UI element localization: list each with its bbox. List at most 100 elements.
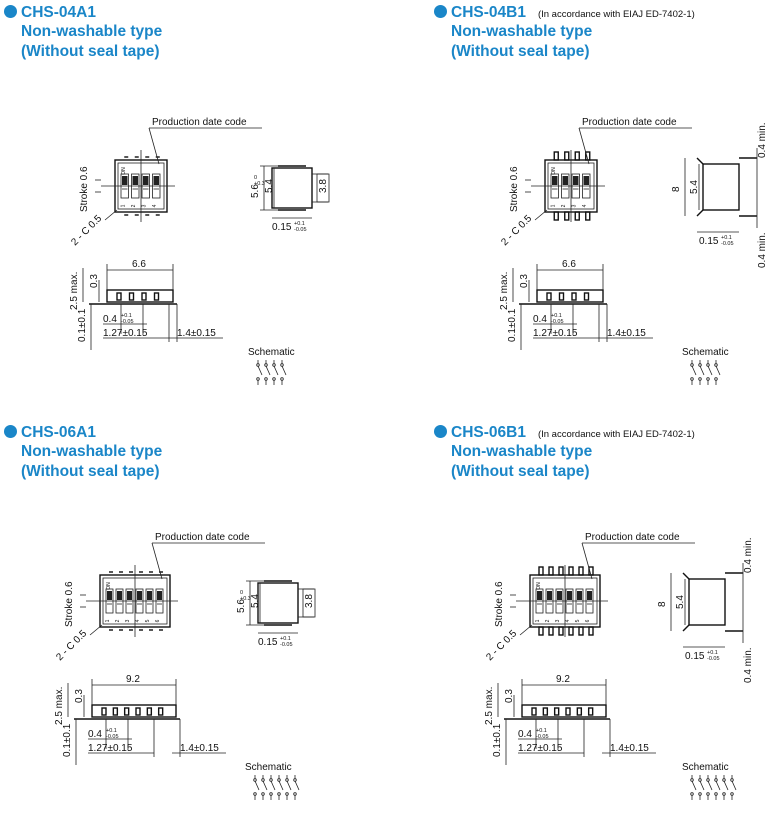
panel-header: CHS-06B1(In accordance with EIAJ ED-7402… bbox=[434, 424, 695, 482]
switch-knob bbox=[583, 176, 589, 185]
front-view-pin bbox=[153, 292, 160, 301]
width-dim: 6.6 bbox=[562, 259, 576, 270]
type-line: Non-washable type bbox=[21, 443, 163, 460]
chamfer-label: 2 - C 0.5 bbox=[499, 213, 534, 248]
front-view-pin bbox=[583, 292, 590, 301]
height-dim: 5.6 bbox=[250, 184, 261, 198]
schematic-label: Schematic bbox=[248, 347, 295, 358]
switch-number: 5 bbox=[575, 619, 581, 622]
lead-tol-upper: +0.1 bbox=[707, 650, 718, 656]
schematic-contact bbox=[285, 792, 289, 796]
front-view-pin bbox=[553, 707, 560, 716]
schematic-contact bbox=[698, 778, 702, 782]
inner-dim: 5.4 bbox=[675, 595, 686, 609]
pin-tol-lower: -0.05 bbox=[121, 319, 134, 325]
schematic-contact bbox=[706, 792, 710, 796]
gull-wing-lead bbox=[538, 566, 544, 576]
date-code-leader bbox=[151, 542, 163, 580]
model-name: CHS-06A1 bbox=[21, 424, 96, 441]
schematic-switch bbox=[270, 780, 276, 791]
front-view-pin bbox=[558, 292, 565, 301]
schematic-contact bbox=[690, 792, 694, 796]
schematic-switch bbox=[699, 365, 705, 376]
panel-chs-06b1: CHS-06B1(In accordance with EIAJ ED-7402… bbox=[430, 420, 765, 827]
schematic-contact bbox=[690, 377, 694, 381]
gull-wing-lead bbox=[564, 211, 570, 221]
panel-header: CHS-06A1 Non-washable type (Without seal… bbox=[4, 424, 162, 482]
gull-wing-lead bbox=[578, 566, 584, 576]
switch-number: 1 bbox=[105, 619, 111, 622]
chamfer-label: 2 - C 0.5 bbox=[54, 628, 89, 663]
foot-dim: 0.1±0.1 bbox=[507, 308, 518, 342]
panel-header: CHS-04B1(In accordance with EIAJ ED-7402… bbox=[434, 4, 695, 62]
front-view-body bbox=[521, 704, 607, 718]
pin-length-dim: 1.4±0.15 bbox=[177, 328, 216, 339]
width-dim: 9.2 bbox=[556, 674, 570, 685]
on-mark: ON bbox=[106, 582, 112, 590]
pitch-dim: 1.27±0.15 bbox=[88, 743, 133, 754]
schematic-contact bbox=[690, 363, 694, 367]
foot-dim: 0.1±0.1 bbox=[77, 308, 88, 342]
schematic-contact bbox=[706, 363, 710, 367]
schematic-switch bbox=[278, 780, 284, 791]
panel-chs-04a1: CHS-04A1 Non-washable type (Without seal… bbox=[0, 0, 382, 407]
schematic-contact bbox=[698, 792, 702, 796]
lead-thickness-dim: 0.15 bbox=[699, 236, 719, 247]
lead-tol-upper: +0.1 bbox=[294, 221, 305, 227]
front-view-pin bbox=[141, 292, 147, 301]
gull-lead-top bbox=[682, 572, 690, 580]
schematic-switch bbox=[273, 365, 279, 376]
schematic-switch bbox=[294, 780, 300, 791]
chamfer-leader bbox=[534, 209, 548, 221]
switch-knob bbox=[127, 591, 132, 600]
front-view-pin bbox=[587, 707, 594, 716]
small-dim-box bbox=[302, 588, 316, 618]
switch-number: 1 bbox=[535, 619, 541, 622]
production-date-code-label: Production date code bbox=[155, 532, 250, 543]
panel-chs-06a1: CHS-06A1 Non-washable type (Without seal… bbox=[0, 420, 382, 827]
min-bottom-dim: 0.4 min. bbox=[757, 232, 765, 268]
gull-wing-lead bbox=[588, 626, 594, 636]
gull-wing-lead bbox=[558, 566, 564, 576]
chamfer-label: 2 - C 0.5 bbox=[484, 628, 519, 663]
chamfer-label: 2 - C 0.5 bbox=[69, 213, 104, 248]
schematic-switch bbox=[691, 780, 697, 791]
schematic-contact bbox=[261, 792, 265, 796]
schematic-contact bbox=[293, 792, 297, 796]
on-mark: ON bbox=[121, 167, 127, 175]
lead-thickness-dim: 0.15 bbox=[685, 651, 705, 662]
pitch-dim: 1.27±0.15 bbox=[103, 328, 148, 339]
switch-knob bbox=[157, 591, 162, 600]
small-dim: 3.8 bbox=[304, 594, 315, 608]
gull-lead-bottom bbox=[696, 209, 704, 217]
front-view-pin bbox=[112, 707, 119, 716]
foot-dim: 0.1±0.1 bbox=[492, 723, 503, 757]
schematic-contact bbox=[714, 377, 718, 381]
pin-tol-upper: +0.1 bbox=[121, 313, 132, 319]
front-view-pin bbox=[157, 707, 164, 716]
date-code-leader bbox=[578, 127, 590, 165]
seal-line: (Without seal tape) bbox=[21, 463, 160, 480]
max-height-dim: 2.5 max. bbox=[484, 687, 495, 725]
schematic-switch bbox=[262, 780, 268, 791]
front-view-pin bbox=[576, 707, 583, 716]
schematic-label: Schematic bbox=[245, 762, 292, 773]
gull-wing-lead bbox=[568, 626, 574, 636]
schematic-switch bbox=[707, 365, 713, 376]
schematic-contact bbox=[722, 792, 726, 796]
schematic-contact bbox=[261, 778, 265, 782]
lead-tol-lower: -0.05 bbox=[294, 227, 307, 233]
pin-length-dim: 1.4±0.15 bbox=[607, 328, 646, 339]
pin-width-dim: 0.4 bbox=[518, 729, 532, 740]
switch-number: 3 bbox=[555, 619, 561, 622]
schematic-contact bbox=[269, 778, 273, 782]
pin-tol-lower: -0.05 bbox=[536, 734, 549, 740]
schematic-contact bbox=[706, 778, 710, 782]
front-view-body bbox=[91, 704, 177, 718]
switch-knob bbox=[557, 591, 562, 600]
lead-tol-upper: +0.1 bbox=[280, 636, 291, 642]
